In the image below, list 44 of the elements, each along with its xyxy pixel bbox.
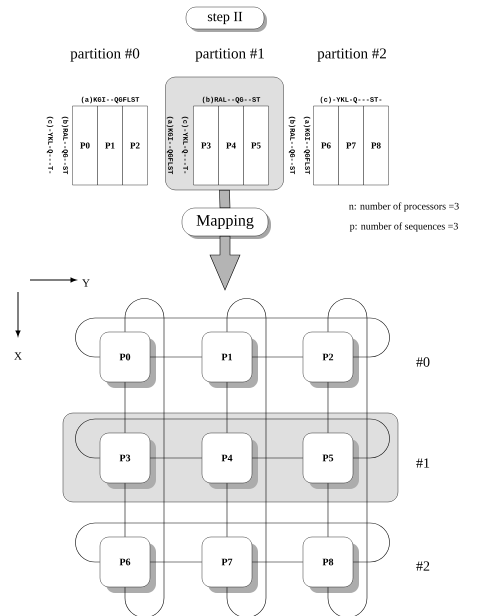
axis-letter: Y xyxy=(82,279,90,287)
link-line xyxy=(252,356,304,358)
link-line xyxy=(75,318,390,358)
partition-label: partition #0 xyxy=(70,48,140,62)
processor-node: P1 xyxy=(202,332,258,388)
processor-node: P7 xyxy=(202,536,258,593)
processor-node: P3 xyxy=(100,432,156,489)
link-line xyxy=(124,298,164,616)
processor-node: P4 xyxy=(202,432,258,489)
processor-node: P0 xyxy=(100,332,156,388)
link-line xyxy=(75,522,390,562)
partition-label: partition #1 xyxy=(195,48,264,62)
row-label: #1 xyxy=(416,458,430,468)
processor-node: P5 xyxy=(302,432,359,489)
label-pill: Mapping xyxy=(182,208,271,239)
processor-cell: P6 xyxy=(313,106,339,186)
link-line xyxy=(226,482,228,538)
processor-node: P2 xyxy=(302,332,359,388)
processor-cell: P0 xyxy=(72,106,98,186)
processor-cell: P8 xyxy=(363,106,389,186)
mapping-arrow xyxy=(210,236,240,291)
partition-label: partition #2 xyxy=(317,48,386,62)
processor-cell: P1 xyxy=(97,106,123,186)
label-pill: step II xyxy=(186,6,267,32)
link-line xyxy=(226,298,266,616)
processor-cell: P5 xyxy=(243,106,269,186)
link-line xyxy=(124,382,126,434)
note-text: p: number of sequences =3 xyxy=(350,222,458,232)
processor-node: P6 xyxy=(100,536,156,593)
row-label: #0 xyxy=(416,357,430,367)
processor-cell: P7 xyxy=(338,106,364,186)
link-line xyxy=(150,356,202,358)
row-label: #2 xyxy=(416,561,430,571)
processor-cell: P2 xyxy=(122,106,148,186)
processor-cell: P3 xyxy=(193,106,219,186)
mapping-arrow xyxy=(219,190,230,208)
link-line xyxy=(75,418,390,458)
link-line xyxy=(124,482,126,538)
axis-letter: X xyxy=(14,352,22,360)
processor-cell: P4 xyxy=(218,106,244,186)
link-line xyxy=(328,298,368,616)
note-text: n: number of processors =3 xyxy=(349,202,459,212)
link-line xyxy=(226,382,228,434)
processor-node: P8 xyxy=(302,536,359,593)
